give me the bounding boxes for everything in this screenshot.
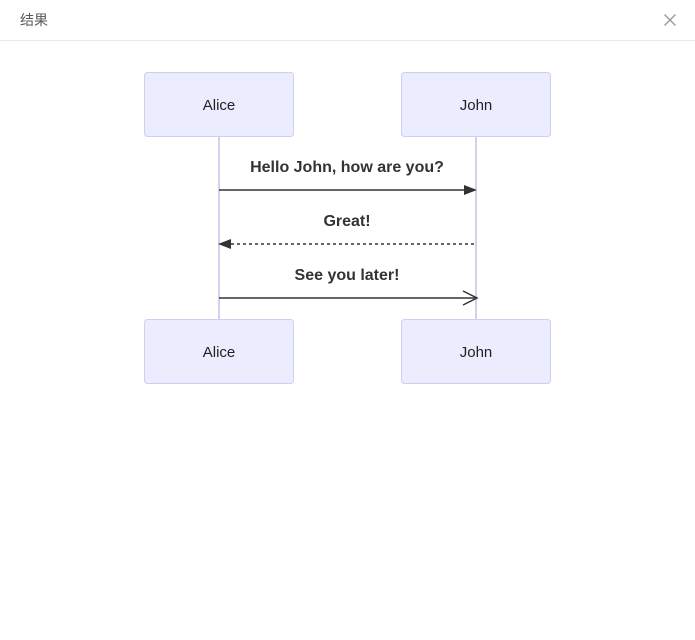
- arrowhead-open-right-icon: [462, 290, 479, 306]
- actor-box-alice-top: [144, 72, 294, 137]
- actor-box-john-top: [401, 72, 551, 137]
- close-button[interactable]: [657, 7, 683, 33]
- message-label-1: Hello John, how are you?: [250, 159, 444, 176]
- actor-label-alice-top: Alice: [203, 97, 236, 114]
- message-label-2: Great!: [323, 213, 370, 230]
- close-icon: [664, 14, 676, 26]
- arrowhead-filled-left-icon: [218, 239, 231, 249]
- message-label-3: See you later!: [295, 267, 400, 284]
- arrowhead-filled-right-icon: [464, 185, 477, 195]
- actor-label-john-bottom: John: [460, 344, 493, 361]
- actor-box-alice-bottom: [144, 319, 294, 384]
- modal-header: 结果: [0, 0, 695, 41]
- actor-box-john-bottom: [401, 319, 551, 384]
- sequence-diagram: Alice John Hello John, how are you? Grea…: [144, 72, 551, 384]
- actor-label-alice-bottom: Alice: [203, 344, 236, 361]
- actor-label-john-top: John: [460, 97, 493, 114]
- modal-title: 结果: [20, 12, 48, 28]
